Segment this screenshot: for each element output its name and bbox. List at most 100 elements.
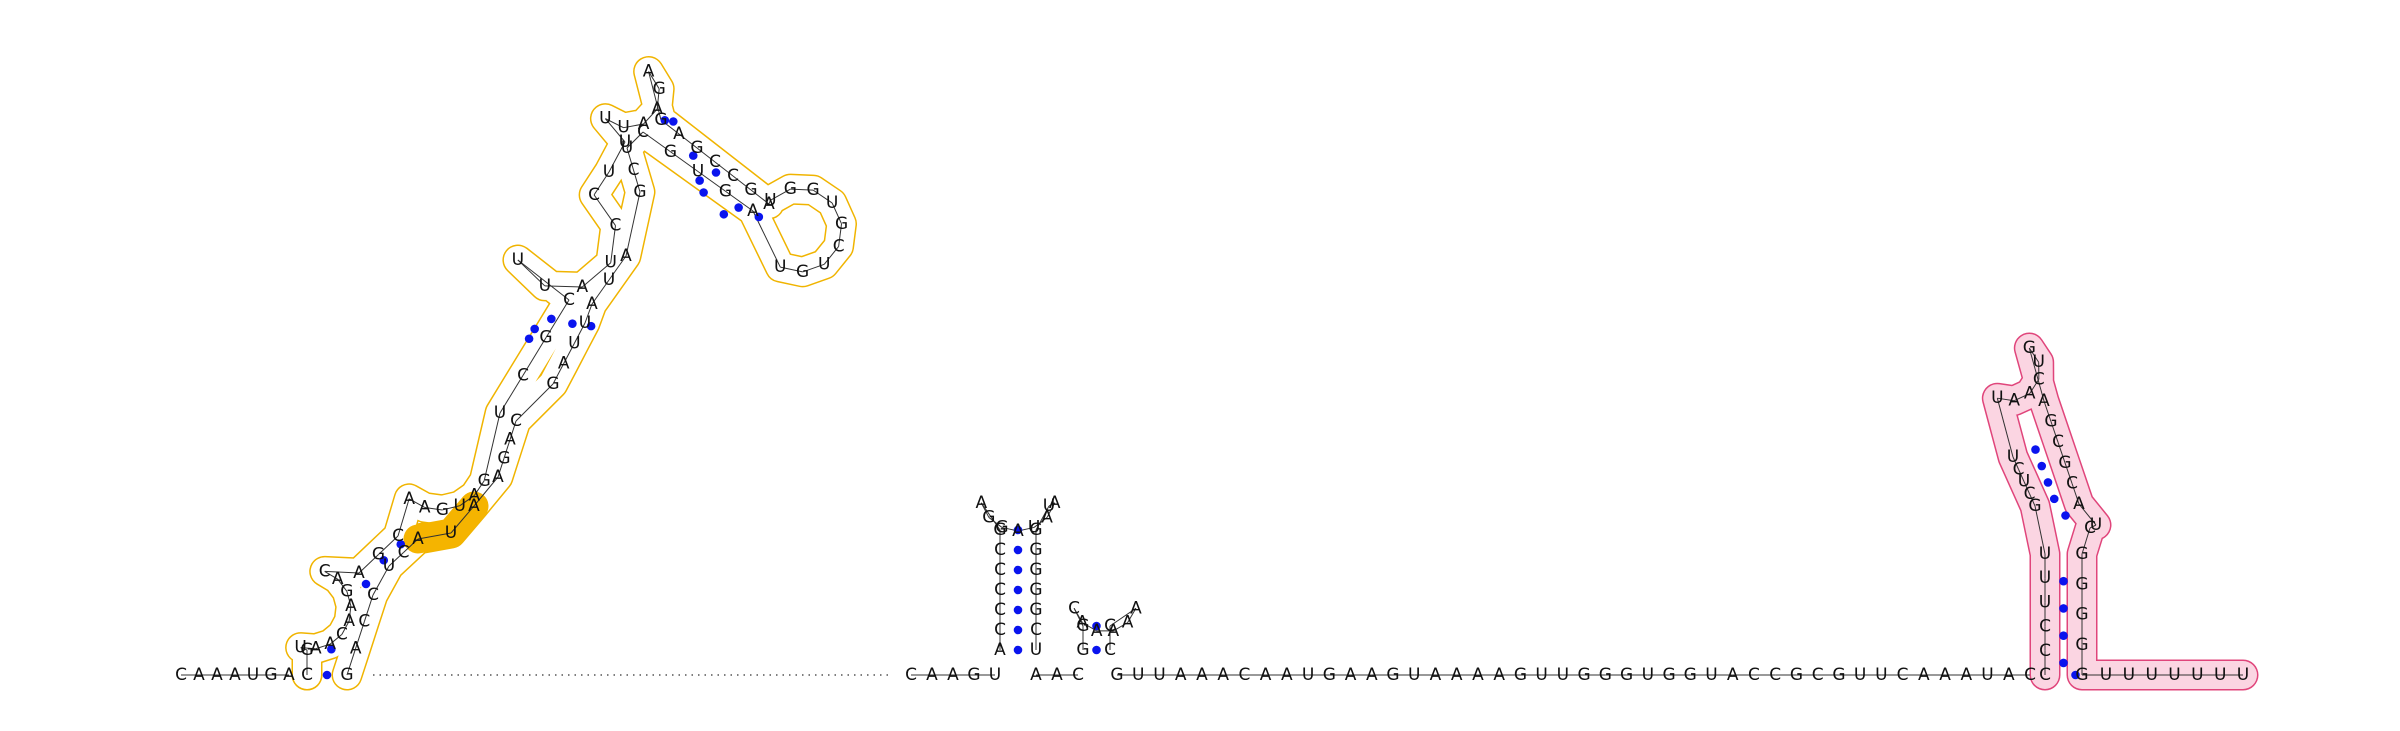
backbone-link xyxy=(1073,608,1083,623)
backbone-link xyxy=(522,337,547,376)
backbone-link xyxy=(608,141,626,173)
nucleotide-right-segment: U xyxy=(1705,665,1717,685)
nucleotide-hairpin-b: G xyxy=(1076,640,1089,660)
nucleotide-left-domain: A xyxy=(558,354,570,374)
nucleotide-right-segment: A xyxy=(1451,665,1463,685)
nucleotide-terminator: U xyxy=(1991,388,2003,408)
nucleotide-terminator: G xyxy=(2075,665,2088,685)
backbone-link xyxy=(1046,502,1056,518)
nucleotide-left-domain: G xyxy=(497,448,510,468)
nucleotide-linker: A xyxy=(1051,665,1063,685)
nucleotide-left-domain: U xyxy=(617,118,629,138)
nucleotide-hairpin-a: C xyxy=(994,620,1006,640)
backbone-link xyxy=(823,246,840,265)
nucleotide-left-domain: C xyxy=(709,152,721,172)
nucleotide-left-domain: G xyxy=(796,262,809,282)
nucleotide-hairpin-b: C xyxy=(1068,598,1080,618)
nucleotide-left-domain: U xyxy=(445,523,457,543)
base-pair-dot xyxy=(361,579,371,589)
nucleotide-terminator: U xyxy=(2007,447,2019,467)
backbone-link xyxy=(450,505,475,534)
nucleotide-left-domain: G xyxy=(372,545,385,565)
nucleotide-left-domain: G xyxy=(436,500,449,520)
nucleotide-left-domain: G xyxy=(546,374,559,394)
nucleotide-hairpin-a: C xyxy=(994,600,1006,620)
backbone-link xyxy=(725,190,754,212)
backbone-link xyxy=(1048,502,1055,507)
backbone-link xyxy=(1996,398,2014,458)
nucleotide-right-segment: A xyxy=(1472,665,1484,685)
backbone-link xyxy=(2012,456,2019,470)
backbone-link xyxy=(696,147,716,163)
nucleotide-right-segment: G xyxy=(1323,665,1336,685)
nucleotide-left-domain: U xyxy=(692,162,704,182)
nucleotide-right-segment: U xyxy=(1302,665,1314,685)
backbone-link xyxy=(2029,379,2040,394)
backbone-link xyxy=(625,191,641,257)
nucleotide-left-domain: A xyxy=(492,467,504,487)
nucleotide-right-segment: A xyxy=(1260,665,1272,685)
nucleotide-hairpin-a: A xyxy=(1041,507,1053,527)
nucleotide-right-segment: G xyxy=(1599,665,1612,685)
backbone-link xyxy=(348,605,352,622)
nucleotide-left-domain: C xyxy=(610,216,622,236)
backbone-link xyxy=(1997,397,2015,402)
base-pair-dot xyxy=(711,168,721,177)
backbone-link xyxy=(324,570,360,574)
nucleotide-left-domain: C xyxy=(358,612,370,632)
nucleotide-left-domain: G xyxy=(340,665,353,685)
nucleotide-right-segment: A xyxy=(1366,665,1378,685)
backbone-link xyxy=(593,171,610,196)
nucleotide-linker: C xyxy=(905,665,917,685)
nucleotide-terminator: U xyxy=(2090,515,2102,535)
nucleotide-hairpin-b: A xyxy=(1091,621,1103,641)
backbone-link xyxy=(2050,421,2059,443)
backbone-link xyxy=(2018,469,2025,482)
nucleotide-right-segment: U xyxy=(1875,665,1887,685)
nucleotide-left-domain: A xyxy=(576,277,588,297)
nucleotide-terminator: C xyxy=(2084,518,2096,538)
nucleotide-linker: A xyxy=(926,665,938,685)
base-pair-dot xyxy=(2071,670,2080,680)
nucleotide-left-domain: U xyxy=(826,193,838,213)
nucleotide-right-segment: A xyxy=(1727,665,1739,685)
nucleotide-left-domain: A xyxy=(504,430,516,450)
backbone-link xyxy=(473,480,485,496)
nucleotide-left-domain: A xyxy=(643,61,655,81)
nucleotide-hairpin-b: A xyxy=(1077,613,1089,633)
nucleotide-left-domain: G xyxy=(653,79,666,99)
nucleotide-left-domain: A xyxy=(673,124,685,144)
nucleotide-terminator: G xyxy=(2028,496,2041,516)
backbone-link xyxy=(552,363,565,385)
nucleotide-left-domain: G xyxy=(654,110,667,130)
base-pair-dot xyxy=(322,670,332,680)
nucleotide-terminator: C xyxy=(2013,459,2025,479)
backbone-link xyxy=(988,517,1003,528)
nucleotide-right-segment: C xyxy=(1769,665,1781,685)
backbone-link xyxy=(355,621,365,649)
nucleotide-left-domain: U xyxy=(383,556,395,576)
nucleotide-terminator: G xyxy=(2044,412,2057,432)
nucleotide-left-domain: C xyxy=(319,561,331,581)
nucleotide-hairpin-a: G xyxy=(1029,540,1042,560)
nucleotide-hairpin-b: A xyxy=(1107,621,1119,641)
base-pair-dot xyxy=(754,212,764,222)
nucleotide-linker: A xyxy=(1030,665,1042,685)
base-pair-dot xyxy=(2059,604,2068,613)
nucleotide-right-segment: U xyxy=(1981,665,1993,685)
backbone-link xyxy=(780,266,803,273)
base-pair-dot xyxy=(2059,658,2068,668)
nucleotide-left-domain: U xyxy=(568,333,580,353)
nucleotide-5prime: U xyxy=(247,665,259,685)
base-pair-dot xyxy=(2031,445,2040,454)
nucleotide-5prime: A xyxy=(193,665,205,685)
base-pair-dot xyxy=(1013,645,1023,655)
nucleotide-left-domain: U xyxy=(294,638,306,658)
nucleotide-hairpin-a: U xyxy=(1043,496,1055,516)
nucleotide-right-segment: A xyxy=(1196,665,1208,685)
backbone-link xyxy=(2057,442,2066,463)
base-pair-dot xyxy=(668,117,678,126)
nucleotide-terminator: C xyxy=(2052,432,2064,452)
base-pair-dot xyxy=(1092,621,1101,631)
